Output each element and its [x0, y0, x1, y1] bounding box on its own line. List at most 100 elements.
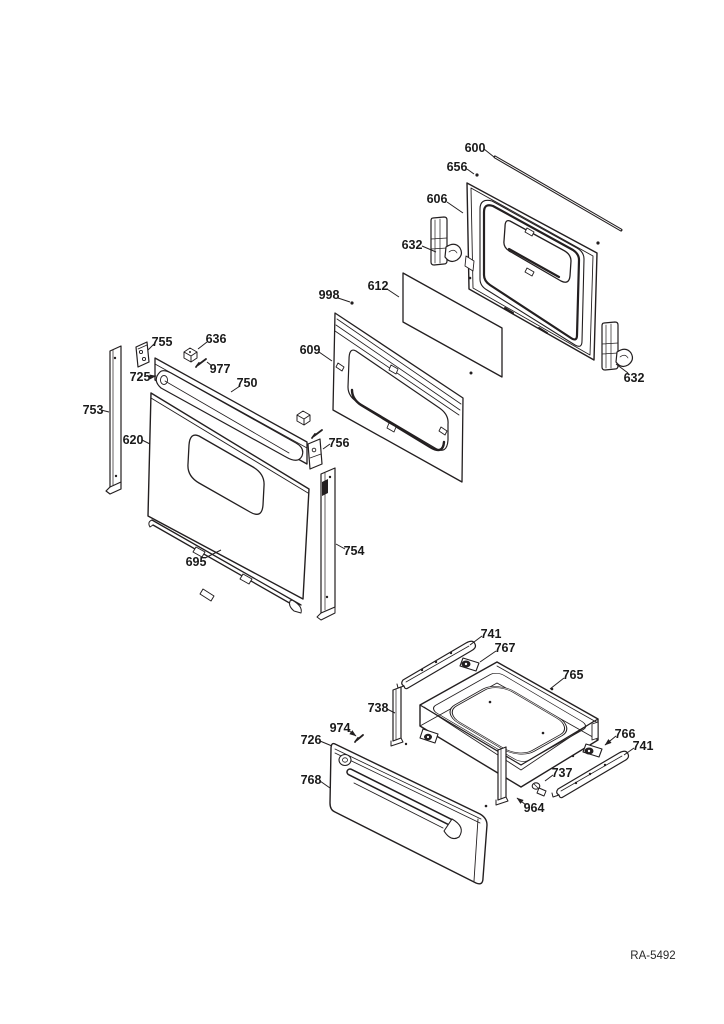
part-632-hinge-left	[430, 216, 463, 266]
part-label-767: 767	[495, 641, 516, 655]
part-766-roller	[571, 743, 603, 758]
diagram-reference: RA-5492	[630, 950, 675, 962]
part-label-656: 656	[447, 160, 468, 174]
part-label-974: 974	[330, 721, 351, 735]
part-label-606: 606	[427, 192, 448, 206]
part-606-inner-door-panel	[464, 173, 600, 361]
part-label-632-right: 632	[624, 371, 645, 385]
leader-620	[141, 439, 151, 445]
leader-741-upper	[469, 635, 483, 646]
part-754-side-trim-right	[316, 467, 336, 621]
leader-750	[230, 385, 241, 393]
leader-753	[100, 409, 110, 413]
part-600-top-trim-rod	[493, 155, 623, 232]
leader-656	[466, 168, 475, 175]
leader-974	[347, 729, 357, 737]
part-977-screw	[195, 358, 207, 368]
part-label-725: 725	[130, 370, 151, 384]
leader-600	[483, 148, 495, 158]
part-label-977: 977	[210, 362, 231, 376]
leader-609	[318, 351, 333, 362]
leader-636	[197, 341, 208, 350]
part-label-609: 609	[300, 343, 321, 357]
part-636-clip-right	[296, 410, 311, 426]
outer-door-window-cutout	[187, 434, 265, 515]
part-726-top-edge-trim	[334, 748, 482, 824]
part-label-756: 756	[329, 436, 350, 450]
part-label-738: 738	[368, 701, 389, 715]
part-767-roller	[459, 657, 480, 672]
part-741-slide-rail-lower	[551, 750, 630, 799]
part-label-765: 765	[563, 668, 584, 682]
leader-754	[335, 543, 346, 550]
leader-977	[206, 361, 213, 367]
part-656-screw	[475, 173, 479, 177]
part-756-bracket	[307, 438, 323, 470]
part-label-755: 755	[152, 335, 173, 349]
part-636-clip	[183, 347, 198, 363]
part-725-handle-end-cap	[160, 375, 168, 385]
leader-726	[319, 740, 333, 747]
leader-765	[549, 677, 565, 690]
door-inner-assembly	[332, 155, 634, 483]
leader-756	[322, 443, 331, 450]
part-755-bracket	[135, 341, 150, 368]
part-label-726: 726	[301, 733, 322, 747]
door-outer-assembly	[105, 341, 336, 621]
part-609-door-frame	[332, 312, 464, 483]
part-label-754: 754	[344, 544, 365, 558]
part-753-side-trim-left	[105, 345, 122, 495]
part-labels: 600 656 606 632 612 998 609 632 755 636 …	[83, 141, 654, 815]
part-738-glide-bracket	[390, 686, 408, 747]
door-window-cutout	[503, 219, 572, 283]
part-632-hinge-right	[601, 321, 634, 371]
part-737-screw	[531, 782, 547, 797]
part-620-outer-door-panel	[147, 392, 310, 602]
drawer-assembly	[329, 640, 630, 885]
part-label-620: 620	[123, 433, 144, 447]
leader-768	[319, 780, 331, 789]
leader-632-left	[421, 245, 437, 253]
part-label-741-upper: 741	[481, 627, 502, 641]
leader-695	[204, 549, 222, 559]
part-977-screw-right	[311, 429, 323, 439]
part-label-737: 737	[552, 766, 573, 780]
leader-767	[479, 650, 497, 663]
leader-738	[386, 708, 396, 714]
part-974-screw	[354, 734, 364, 743]
leader-606	[446, 201, 464, 214]
part-label-632-left: 632	[402, 238, 423, 252]
part-768-drawer-front-panel	[329, 742, 488, 885]
leader-766	[604, 735, 617, 746]
part-label-768: 768	[301, 773, 322, 787]
part-750-handle-vent-trim	[154, 357, 308, 465]
part-label-695: 695	[186, 555, 207, 569]
part-label-964: 964	[524, 801, 545, 815]
leader-612	[386, 288, 400, 298]
leader-755	[147, 343, 155, 351]
door-handle	[155, 370, 304, 461]
frame-window-cutout	[347, 349, 449, 451]
leader-737	[544, 774, 554, 782]
part-656-screw-2	[596, 241, 600, 245]
part-695-bottom-trim	[148, 519, 302, 614]
part-label-741-lower: 741	[633, 739, 654, 753]
part-label-753: 753	[83, 403, 104, 417]
part-label-766: 766	[615, 727, 636, 741]
part-label-998: 998	[319, 288, 340, 302]
leader-725	[148, 374, 157, 380]
part-label-600: 600	[465, 141, 486, 155]
part-label-636: 636	[206, 332, 227, 346]
leader-964	[516, 797, 527, 806]
part-964-glide-post	[495, 746, 509, 806]
part-612-door-glass	[350, 272, 503, 378]
part-label-750: 750	[237, 376, 258, 390]
part-765-drawer-body	[419, 661, 599, 788]
leader-998	[337, 297, 351, 303]
part-label-612: 612	[368, 279, 389, 293]
leader-741-lower	[623, 747, 635, 756]
leader-632-right	[615, 363, 629, 374]
part-998-screw	[350, 301, 354, 305]
